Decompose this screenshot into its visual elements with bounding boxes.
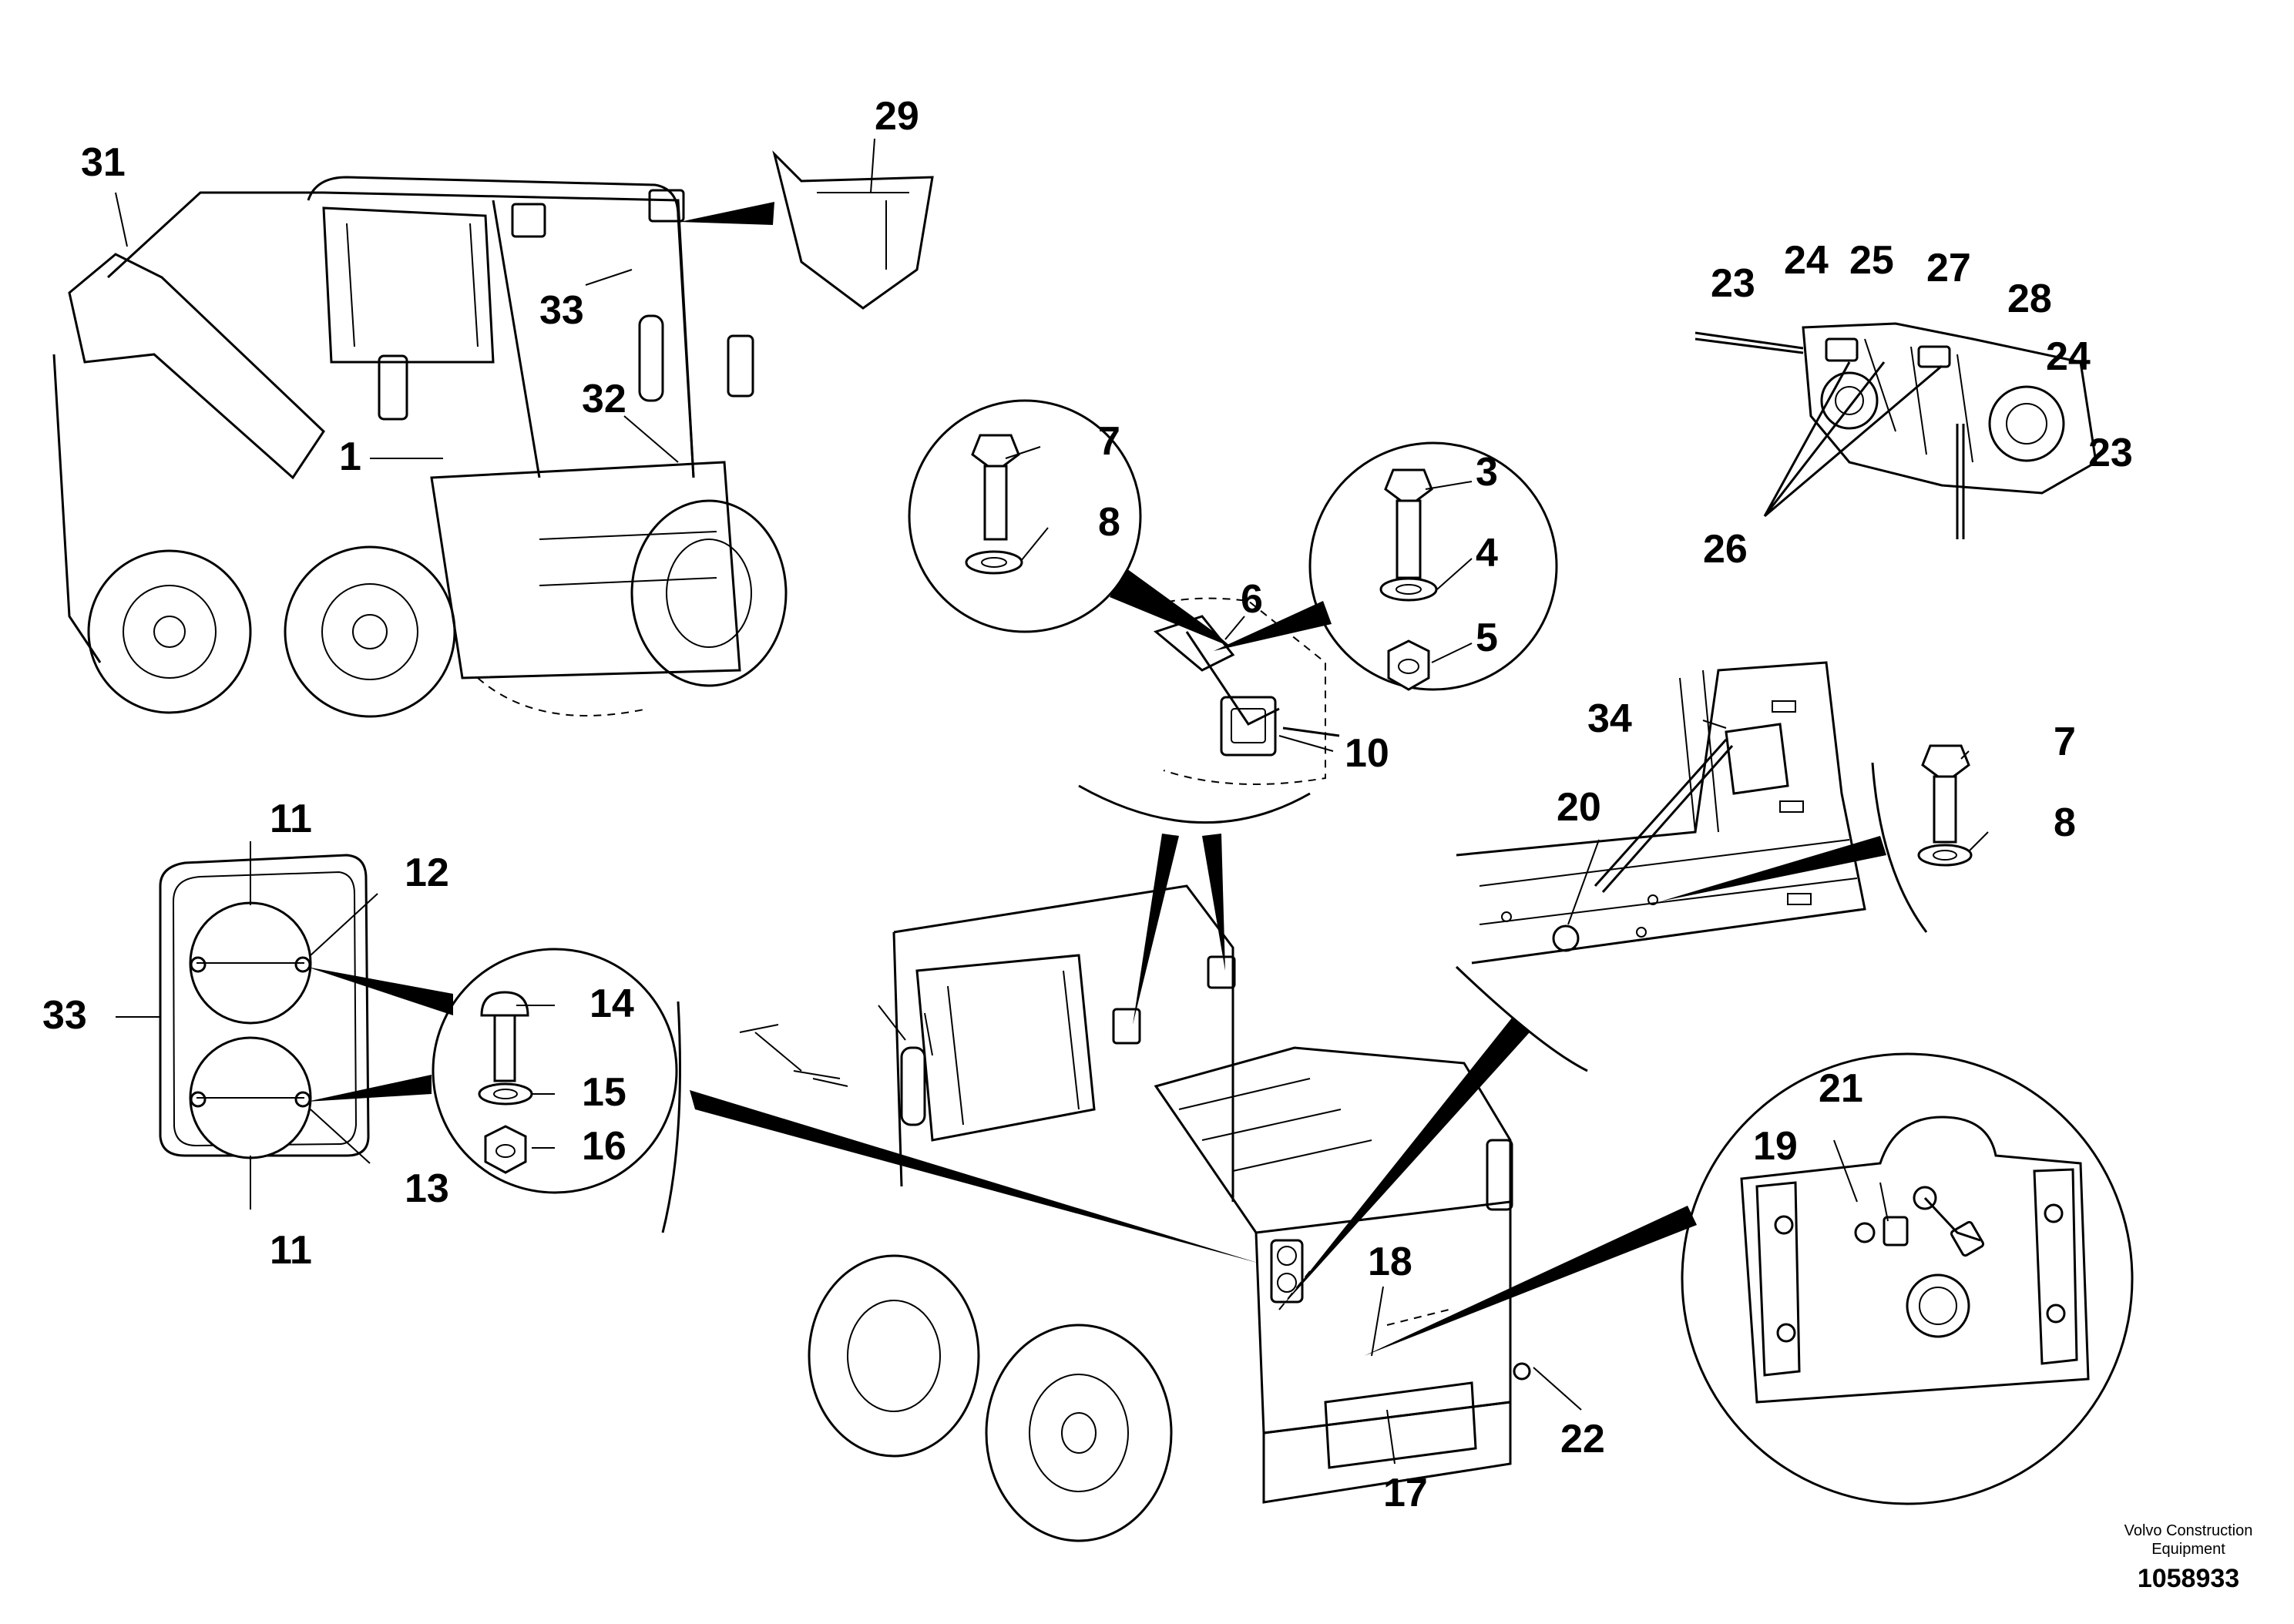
callout-3: 3 [1476,450,1498,495]
loader-side-view [52,176,788,718]
callout-28: 28 [2007,277,2052,321]
callout-30: 29 [875,94,919,139]
callout-17: 17 [1383,1471,1428,1515]
callout-13: 13 [405,1166,449,1211]
callout-23b: 23 [2088,431,2133,475]
callout-leaders [115,138,1989,1465]
callout-19: 19 [1753,1124,1798,1169]
work-light-bracket [1078,597,1340,824]
callout-12: 12 [405,851,449,895]
callout-1: 1 [339,435,361,479]
detail-cab-fragment [680,150,934,310]
callout-18: 18 [1368,1240,1412,1284]
callout-11a: 11 [270,797,312,841]
detail-circle-license-plate-bracket [1681,1052,2134,1505]
callout-24b: 24 [2046,334,2091,379]
callout-6: 6 [1241,577,1263,622]
callout-15: 15 [582,1070,626,1115]
callout-7a: 7 [1098,419,1120,464]
callout-34: 33 [42,993,87,1038]
tail-light-assembly [159,854,453,1159]
callout-4: 4 [1476,531,1498,575]
detail-circle-bolt-washer [908,399,1231,647]
callout-16: 16 [582,1124,626,1169]
callout-31: 32 [582,377,626,421]
callout-22: 22 [1560,1417,1605,1461]
detail-circle-bolt-washer-nut [1214,441,1558,691]
callout-numbers: 31 29 33 32 1 7 8 3 4 5 6 10 23 24 25 27… [42,94,2133,1515]
drawing-number: 1058933 [2137,1564,2240,1593]
publisher-credit: Volvo Construction Equipment 1058933 [2096,1522,2281,1595]
callout-27: 27 [1926,246,1971,290]
callout-21: 20 [1557,785,1601,830]
hydraulic-pump-assembly [1694,322,2098,539]
callout-14: 14 [589,981,634,1026]
callout-26: 26 [1703,527,1748,572]
callout-25: 25 [1849,238,1894,283]
callout-7b: 7 [2054,720,2076,764]
callout-5: 5 [1476,616,1498,660]
callout-32: 34 [1587,696,1632,741]
callout-11b: 11 [270,1228,312,1273]
cab-interior-detail [1455,661,1973,1072]
detail-circle-screw-washer-nut [432,948,678,1194]
loader-rear-view [661,834,1697,1542]
callout-10: 10 [1345,731,1389,776]
publisher-name-line2: Equipment [2151,1541,2225,1558]
callout-8a: 8 [1098,500,1120,545]
callout-20: 21 [1819,1066,1863,1111]
callout-8b: 8 [2054,800,2076,845]
callout-23a: 23 [1711,261,1755,306]
callout-24a: 24 [1784,238,1829,283]
publisher-name-line1: Volvo Construction [2124,1522,2253,1539]
callout-29: 31 [81,140,126,185]
callout-33: 33 [539,288,584,333]
